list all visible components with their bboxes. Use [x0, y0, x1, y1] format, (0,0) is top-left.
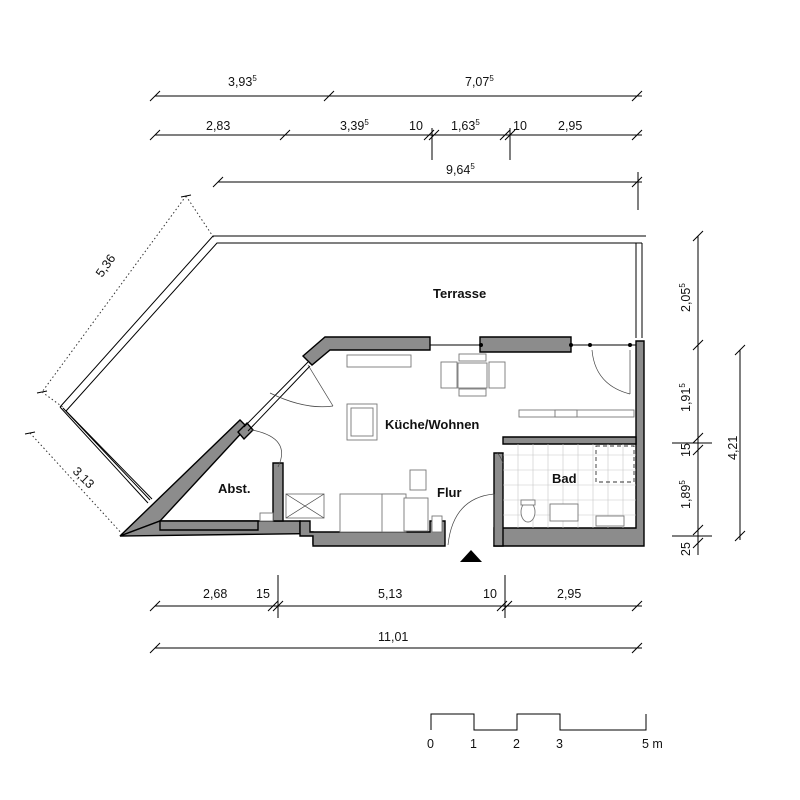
dim-top-2e: 10 [513, 119, 527, 133]
dim-bottom-1c: 5,13 [378, 587, 402, 601]
dim-right-1: 2,055 [678, 283, 693, 312]
bath-fixtures [503, 444, 636, 528]
dim-right-5: 25 [679, 542, 693, 556]
scale-label-0: 0 [427, 737, 434, 751]
dim-bottom-1a: 2,68 [203, 587, 227, 601]
dim-diagonal-lower: 3,13 [70, 464, 97, 491]
scale-label-1: 1 [470, 737, 477, 751]
scale-label-2: 2 [513, 737, 520, 751]
dim-right-outer: 4,21 [726, 436, 740, 460]
dim-bottom-1b: 15 [256, 587, 270, 601]
dim-top-2f: 2,95 [558, 119, 582, 133]
room-label-terrace: Terrasse [433, 286, 486, 301]
furniture [259, 353, 635, 533]
dim-top-3: 9,645 [446, 162, 475, 177]
bottom-dimension-chains: 2,68 15 5,13 10 2,95 11,01 [149, 575, 643, 654]
room-label-hall: Flur [437, 485, 462, 500]
room-labels: Terrasse Küche/Wohnen Bad Flur Abst. [218, 286, 577, 500]
dim-right-3: 15 [679, 443, 693, 457]
dim-right-4: 1,895 [678, 480, 693, 509]
right-dimension-chains: 2,055 1,915 15 1,895 25 4,21 [672, 230, 746, 556]
dim-top-2a: 2,83 [206, 119, 230, 133]
room-label-kitchen-living: Küche/Wohnen [385, 417, 479, 432]
scale-bar: 0 1 2 3 5 m [427, 713, 663, 751]
dim-top-2b: 3,395 [340, 118, 369, 133]
dim-bottom-2: 11,01 [378, 630, 408, 644]
top-dimension-chains: 3,935 7,075 2,83 3,395 10 1,635 10 2,95 … [149, 74, 643, 210]
walls [119, 336, 645, 547]
dim-top-2d: 1,635 [451, 118, 480, 133]
scale-label-5m: 5 m [642, 737, 663, 751]
dim-top-1b: 7,075 [465, 74, 494, 89]
dim-right-2: 1,915 [678, 383, 693, 412]
entrance-arrow-icon [460, 550, 482, 562]
dim-bottom-1e: 2,95 [557, 587, 581, 601]
scale-label-3: 3 [556, 737, 563, 751]
dim-top-1a: 3,935 [228, 74, 257, 89]
dim-bottom-1d: 10 [483, 587, 497, 601]
terrace-railing [59, 235, 646, 504]
room-label-storage: Abst. [218, 481, 251, 496]
windows-and-doors [62, 343, 636, 546]
dim-diagonal-upper: 5,36 [93, 252, 118, 280]
dim-top-2c: 10 [409, 119, 423, 133]
room-label-bath: Bad [552, 471, 577, 486]
